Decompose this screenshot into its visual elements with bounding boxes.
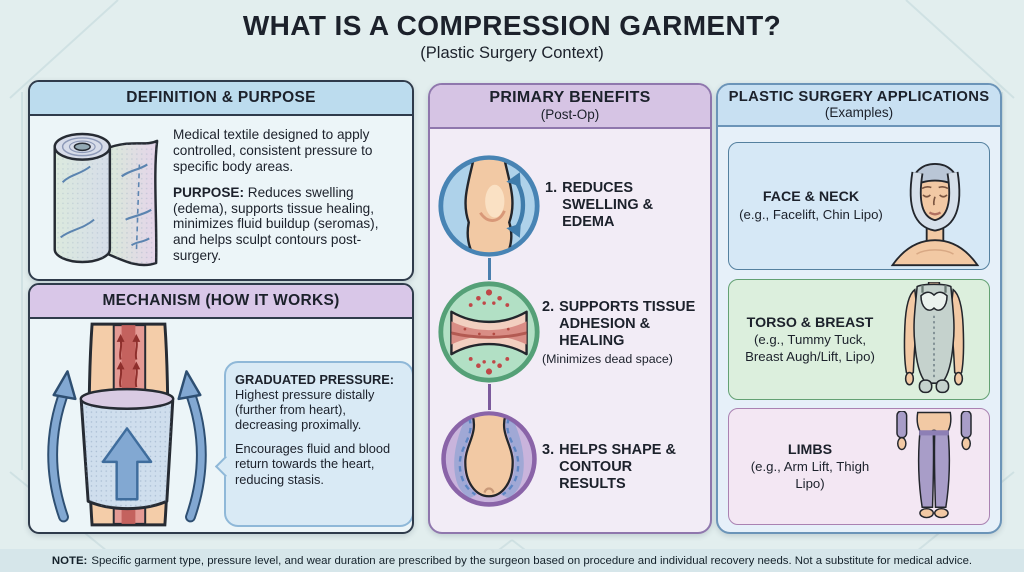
page-subtitle: (Plastic Surgery Context)	[420, 44, 604, 62]
applications-heading: PLASTIC SURGERY APPLICATIONS (Examples)	[718, 85, 1000, 127]
note-label: NOTE:	[51, 554, 88, 567]
definition-heading: DEFINITION & PURPOSE	[30, 82, 412, 116]
benefits-heading: PRIMARY BENEFITS (Post-Op)	[430, 85, 710, 129]
limbs-text: LIMBS (e.g., Arm Lift, Thigh Lipo)	[750, 441, 870, 491]
tissue-layers-icon	[438, 281, 540, 383]
graduated-pressure-text: GRADUATED PRESSURE: Highest pressure dis…	[235, 372, 395, 433]
swollen-limb-icon	[438, 155, 540, 257]
callout-tail	[214, 455, 237, 478]
note-text: Specific garment type, pressure level, a…	[91, 554, 973, 567]
definition-text-block: Medical textile designed to apply contro…	[173, 123, 402, 274]
applications-section: PLASTIC SURGERY APPLICATIONS (Examples) …	[716, 83, 1002, 534]
fluid-return-text: Encourages fluid and blood return toward…	[235, 441, 391, 487]
application-card-torso-breast: TORSO & BREAST (e.g., Tummy Tuck, Breast…	[728, 279, 990, 400]
primary-benefits-section: PRIMARY BENEFITS (Post-Op)	[428, 83, 712, 534]
face-neck-garment-illustration	[890, 163, 980, 267]
connector-line-1	[487, 258, 491, 280]
definition-purpose-section: DEFINITION & PURPOSE	[28, 80, 414, 281]
torso-garment-illustration	[903, 282, 965, 394]
purpose-paragraph: PURPOSE: Reduces swelling (edema), suppo…	[173, 184, 379, 264]
limb-compression-illustration	[47, 322, 207, 527]
application-card-face-neck: FACE & NECK (e.g., Facelift, Chin Lipo)	[728, 142, 990, 270]
benefit-item-1: 1. REDUCES SWELLING & EDEMA	[545, 180, 654, 230]
body-contour-icon	[441, 411, 537, 507]
application-card-limbs: LIMBS (e.g., Arm Lift, Thigh Lipo)	[728, 408, 990, 525]
page-title: WHAT IS A COMPRESSION GARMENT?	[242, 10, 782, 41]
face-neck-text: FACE & NECK (e.g., Facelift, Chin Lipo)	[739, 189, 883, 222]
mechanism-section: MECHANISM (HOW IT WORKS)	[28, 283, 414, 534]
garment-roll-illustration	[53, 132, 159, 267]
definition-paragraph: Medical textile designed to apply contro…	[173, 127, 373, 174]
mechanism-heading: MECHANISM (HOW IT WORKS)	[30, 285, 412, 319]
connector-line-2	[487, 384, 491, 410]
graduated-pressure-callout: GRADUATED PRESSURE: Highest pressure dis…	[214, 361, 412, 527]
limbs-garment-illustration	[896, 411, 972, 519]
benefit-item-2: 2. SUPPORTS TISSUE ADHESION & HEALING (M…	[542, 299, 696, 367]
benefit-item-3: 3. HELPS SHAPE & CONTOUR RESULTS	[542, 442, 676, 492]
footer-note: NOTE: Specific garment type, pressure le…	[0, 549, 1024, 572]
torso-breast-text: TORSO & BREAST (e.g., Tummy Tuck, Breast…	[745, 314, 875, 364]
